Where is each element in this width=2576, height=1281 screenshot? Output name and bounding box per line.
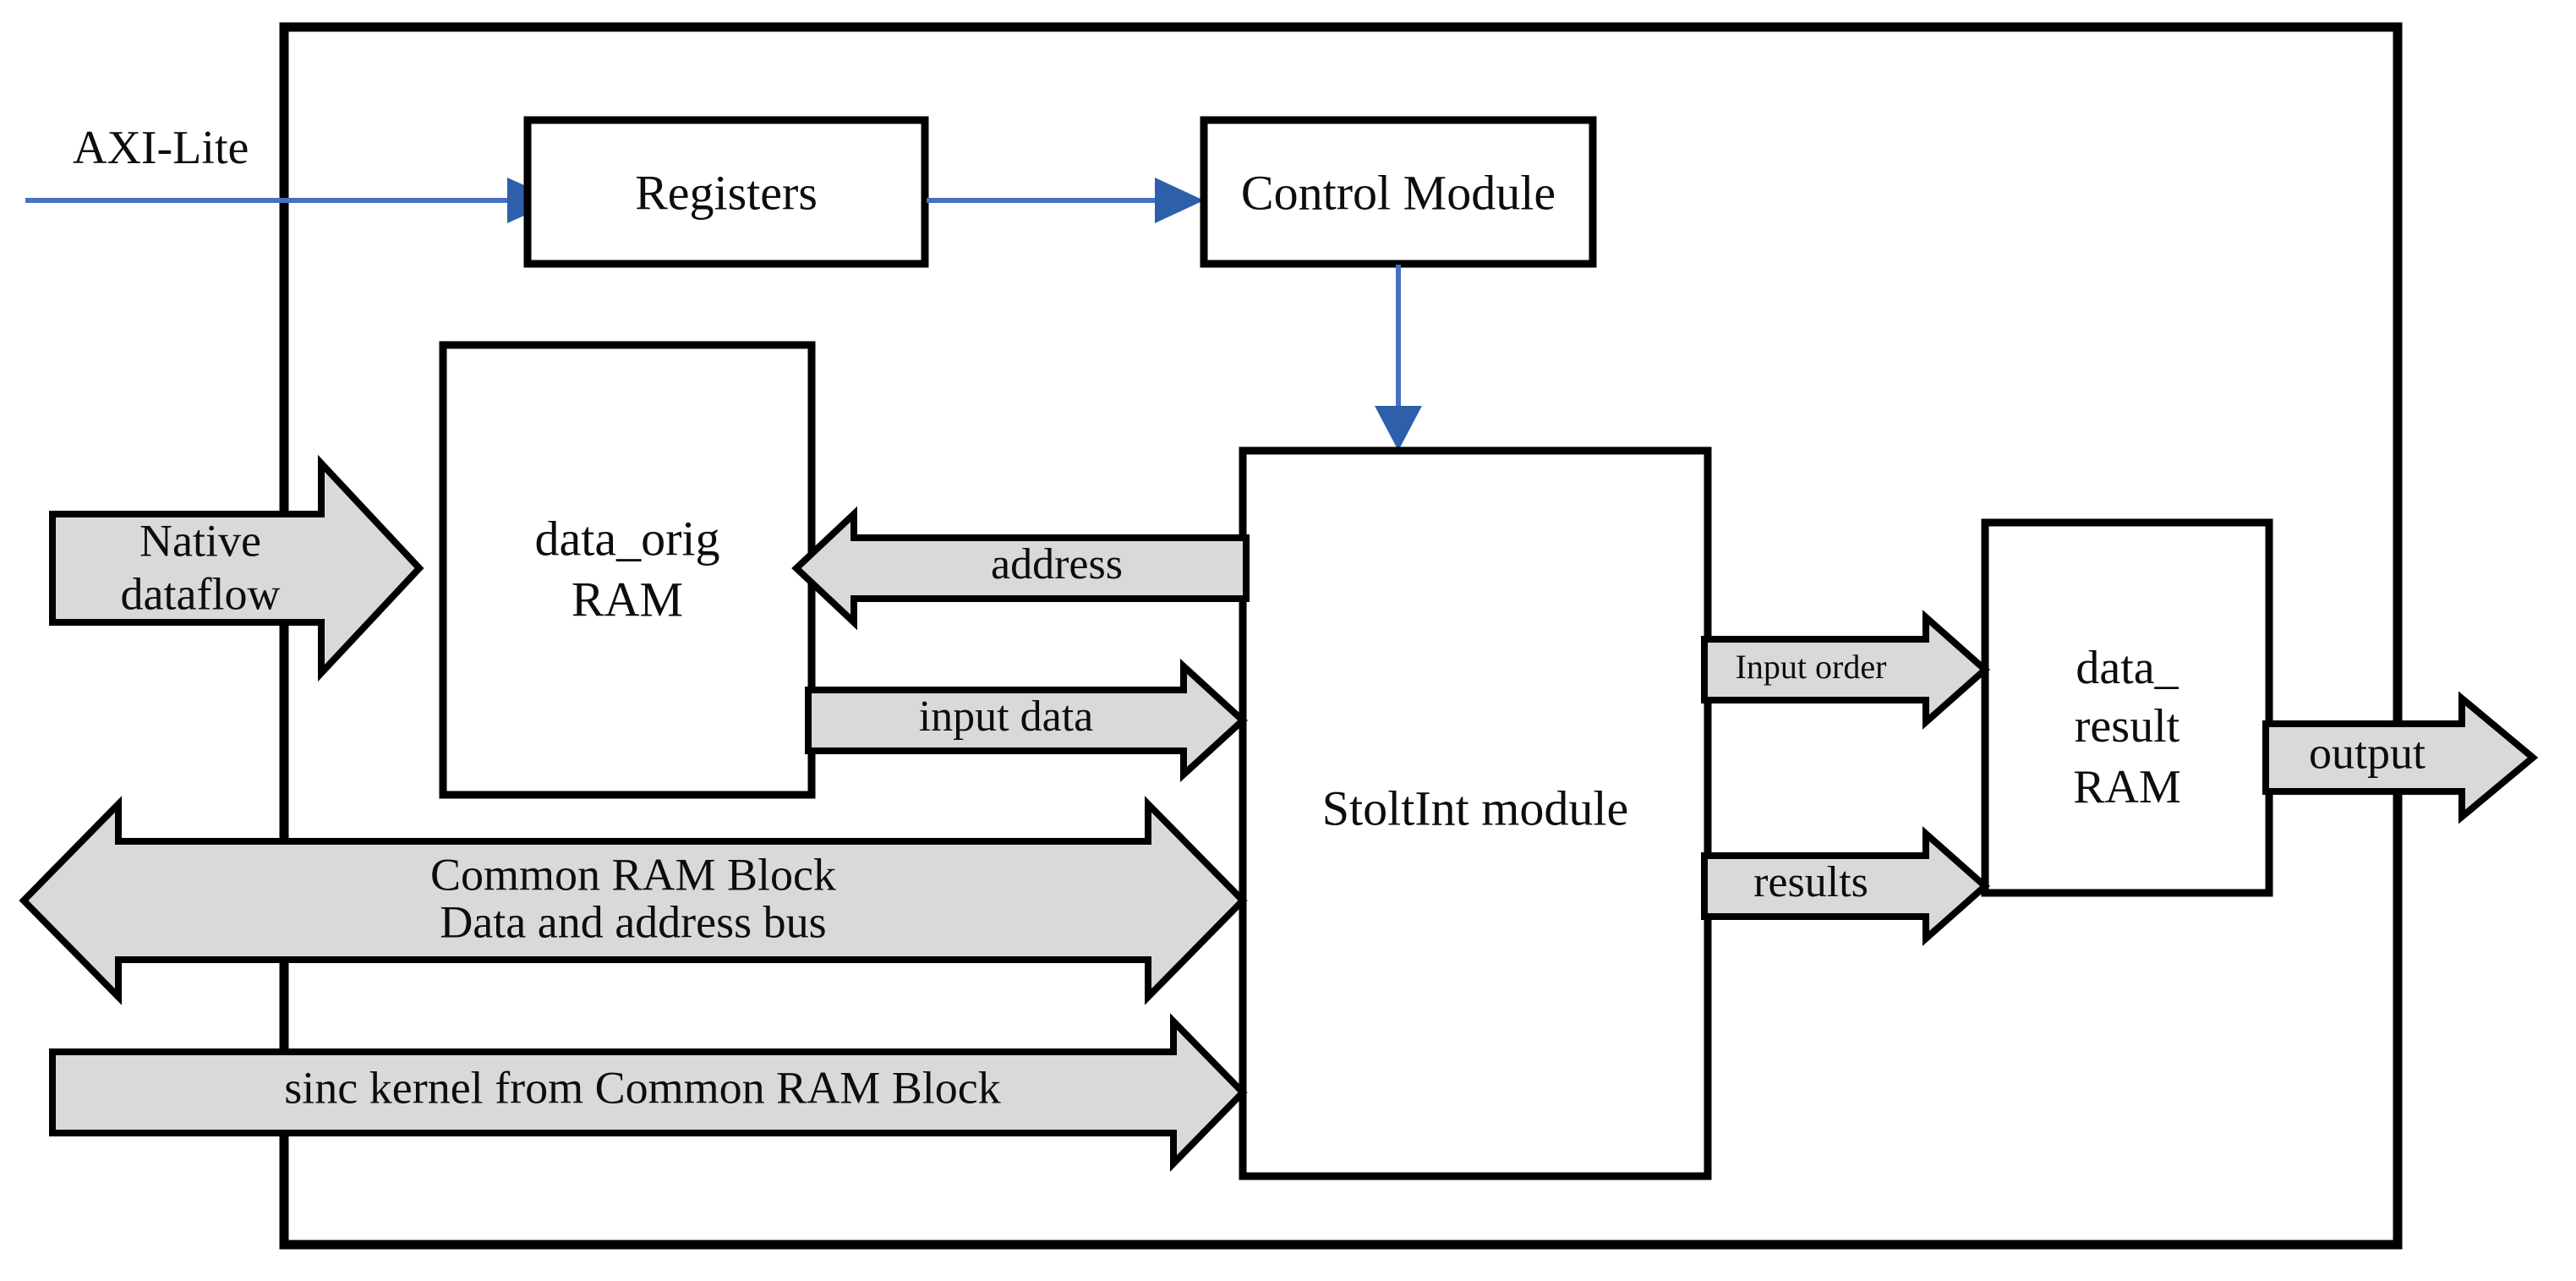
sinc-kernel-arrow: sinc kernel from Common RAM Block [49, 1013, 1248, 1172]
common-ram-bus-label-line2: Data and address bus [440, 896, 826, 947]
control-module-label: Control Module [1241, 165, 1556, 220]
registers-to-control-arrow [927, 178, 1204, 223]
input-data-arrow: input data [805, 658, 1248, 783]
input-data-label: input data [919, 693, 1094, 741]
registers-label: Registers [635, 165, 818, 220]
results-arrow-shape [1701, 826, 1991, 946]
address-arrow-shape [791, 506, 1250, 631]
axi-lite-label: AXI-Lite [73, 122, 249, 174]
address-arrow: address [791, 506, 1250, 631]
native-dataflow-label-line2: dataflow [121, 568, 281, 619]
input-order-label: Input order [1736, 648, 1887, 686]
control-to-stoltint-arrow [1375, 265, 1422, 451]
output-arrow-shape [2262, 691, 2539, 824]
native-dataflow-arrow: Native dataflow [49, 454, 424, 682]
results-label: results [1753, 858, 1868, 906]
input-order-arrow: Input order [1701, 610, 1991, 730]
stoltint-module-block[interactable]: StoltInt module [1239, 446, 1712, 1180]
control-module-block[interactable]: Control Module [1200, 116, 1597, 268]
axi-to-registers-arrow [25, 178, 558, 223]
data-orig-ram-box [439, 341, 816, 799]
registers-box [523, 116, 929, 268]
sinc-kernel-arrow-shape [49, 1013, 1248, 1172]
registers-block[interactable]: Registers [523, 116, 929, 268]
input-order-arrow-shape [1701, 610, 1991, 730]
common-ram-bus-arrow: Common RAM Block Data and address bus [19, 796, 1248, 1005]
stoltint-module-box [1239, 446, 1712, 1180]
common-ram-bus-label-line1: Common RAM Block [430, 849, 836, 900]
outer-boundary-rect [279, 22, 2403, 1250]
data-result-ram-label-line1: data_ [2076, 642, 2179, 694]
address-label: address [991, 540, 1123, 588]
sinc-kernel-label: sinc kernel from Common RAM Block [284, 1062, 1000, 1113]
common-ram-bus-arrow-shape [19, 796, 1248, 1005]
data-result-ram-box [1981, 518, 2273, 897]
data-result-ram-label-line2: result [2075, 700, 2180, 753]
native-dataflow-arrow-shape [49, 454, 424, 682]
stoltint-module-label: StoltInt module [1322, 780, 1629, 835]
results-arrow: results [1701, 826, 1991, 946]
data-result-ram-label-line3: RAM [2073, 761, 2181, 813]
data-result-ram-block[interactable]: data_ result RAM [1981, 518, 2273, 897]
data-orig-ram-label-line2: RAM [572, 572, 683, 627]
data-orig-ram-block[interactable]: data_orig RAM [439, 341, 816, 799]
native-dataflow-label-line1: Native [139, 515, 261, 566]
control-module-box [1200, 116, 1597, 268]
input-data-arrow-shape [805, 658, 1248, 783]
output-arrow: output [2262, 691, 2539, 824]
data-orig-ram-label-line1: data_orig [534, 511, 719, 566]
output-label: output [2309, 727, 2426, 778]
